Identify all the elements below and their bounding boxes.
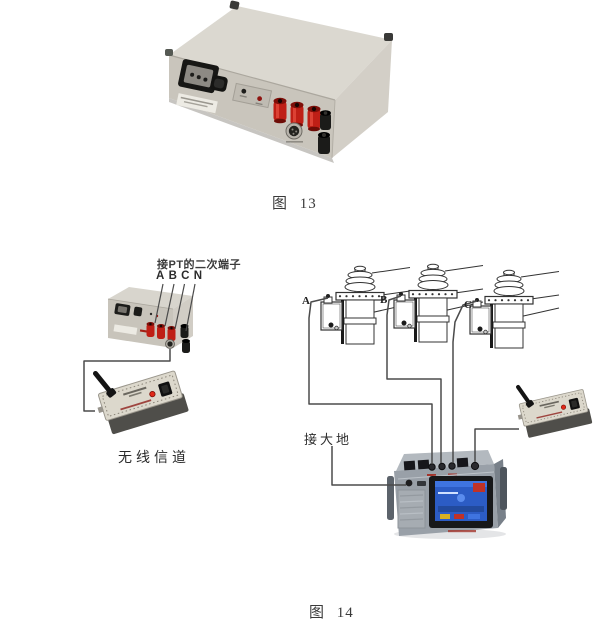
- pt-transformer-c: [469, 269, 560, 349]
- terminal-c: [448, 462, 456, 470]
- black-binding-posts: [318, 110, 331, 154]
- wire-to-transmitter: [83, 349, 171, 412]
- terminal-wireless: [470, 461, 480, 471]
- power-switch: [210, 75, 228, 92]
- phase-marker-b: B: [168, 270, 177, 282]
- figure13-caption: 图 13: [272, 196, 317, 212]
- ground-terminal: [405, 479, 413, 487]
- test-instrument: [387, 450, 507, 539]
- phase-marker-c: C: [181, 270, 190, 282]
- terminal-a: [428, 463, 436, 471]
- wire-phase-c: [452, 300, 478, 463]
- lcd-screen: [429, 476, 493, 528]
- hinge-tab: [384, 33, 393, 41]
- pt-label-b: B: [380, 294, 388, 306]
- handle-right: [500, 467, 507, 510]
- hinge-tab: [229, 0, 240, 10]
- red-binding-posts: [273, 97, 321, 132]
- figure13-photo: [165, 0, 393, 163]
- power-inlet: [178, 59, 219, 94]
- binding-post-black: [320, 110, 331, 130]
- square-connector: [403, 460, 416, 471]
- pt-secondary-terminal-note: 接PT的二次端子: [157, 259, 242, 271]
- wireless-receiver: [510, 368, 593, 440]
- figure14-left-unit: [86, 287, 193, 437]
- wire-phase-b: [386, 295, 442, 463]
- wire-to-receiver: [474, 428, 519, 462]
- aviation-connector: [285, 122, 303, 143]
- panel-name-label: [176, 93, 218, 114]
- box-top-face: [169, 6, 392, 100]
- lead-phase-a: [154, 283, 164, 324]
- indicator-dark: [241, 88, 247, 94]
- vent-grille: [397, 489, 426, 529]
- minibox-power-switch: [133, 306, 143, 317]
- lead-phase-b: [164, 283, 175, 327]
- lead-phase-n: [185, 283, 196, 332]
- binding-post-red: [146, 322, 155, 337]
- binding-post-red: [157, 324, 165, 339]
- pt-label-c: C: [464, 299, 472, 311]
- handle-left: [387, 476, 394, 520]
- minibox-power-inlet: [114, 303, 131, 316]
- box-shadow: [169, 98, 334, 163]
- figure14-caption: 图 14: [309, 605, 354, 621]
- indicator-red: [257, 96, 263, 102]
- wireless-transmitter: [86, 346, 190, 437]
- binding-post-red: [290, 101, 304, 128]
- lead-phase-c: [174, 283, 186, 330]
- phase-marker-n: N: [193, 270, 202, 282]
- binding-post-red: [167, 326, 176, 341]
- phase-marker-row: A B C N: [156, 270, 202, 282]
- minibox-indicator: [149, 312, 153, 316]
- binding-post-red: [307, 105, 321, 132]
- minibox-red-posts: [146, 322, 176, 341]
- minibox-aviation-connector: [165, 339, 175, 349]
- figure14-right-scene: [320, 263, 593, 539]
- minibox-label: [113, 324, 149, 335]
- hinge-tab: [165, 49, 173, 56]
- wiring: [83, 283, 519, 486]
- ground-note: 接大地: [304, 432, 353, 447]
- square-connector: [417, 459, 430, 470]
- box-right-face: [332, 40, 392, 158]
- phase-marker-a: A: [156, 270, 165, 282]
- minibox-top-face: [108, 287, 193, 309]
- terminal-b: [438, 462, 446, 471]
- wire-ground: [331, 446, 406, 486]
- square-connector: [456, 457, 469, 468]
- wire-phase-a: [308, 297, 433, 464]
- binding-post-red: [273, 97, 287, 124]
- wireless-channel-caption: 无线信道: [118, 451, 190, 466]
- indicator-strip: [232, 82, 273, 109]
- pt-label-a: A: [302, 295, 310, 307]
- binding-post-black: [318, 132, 330, 154]
